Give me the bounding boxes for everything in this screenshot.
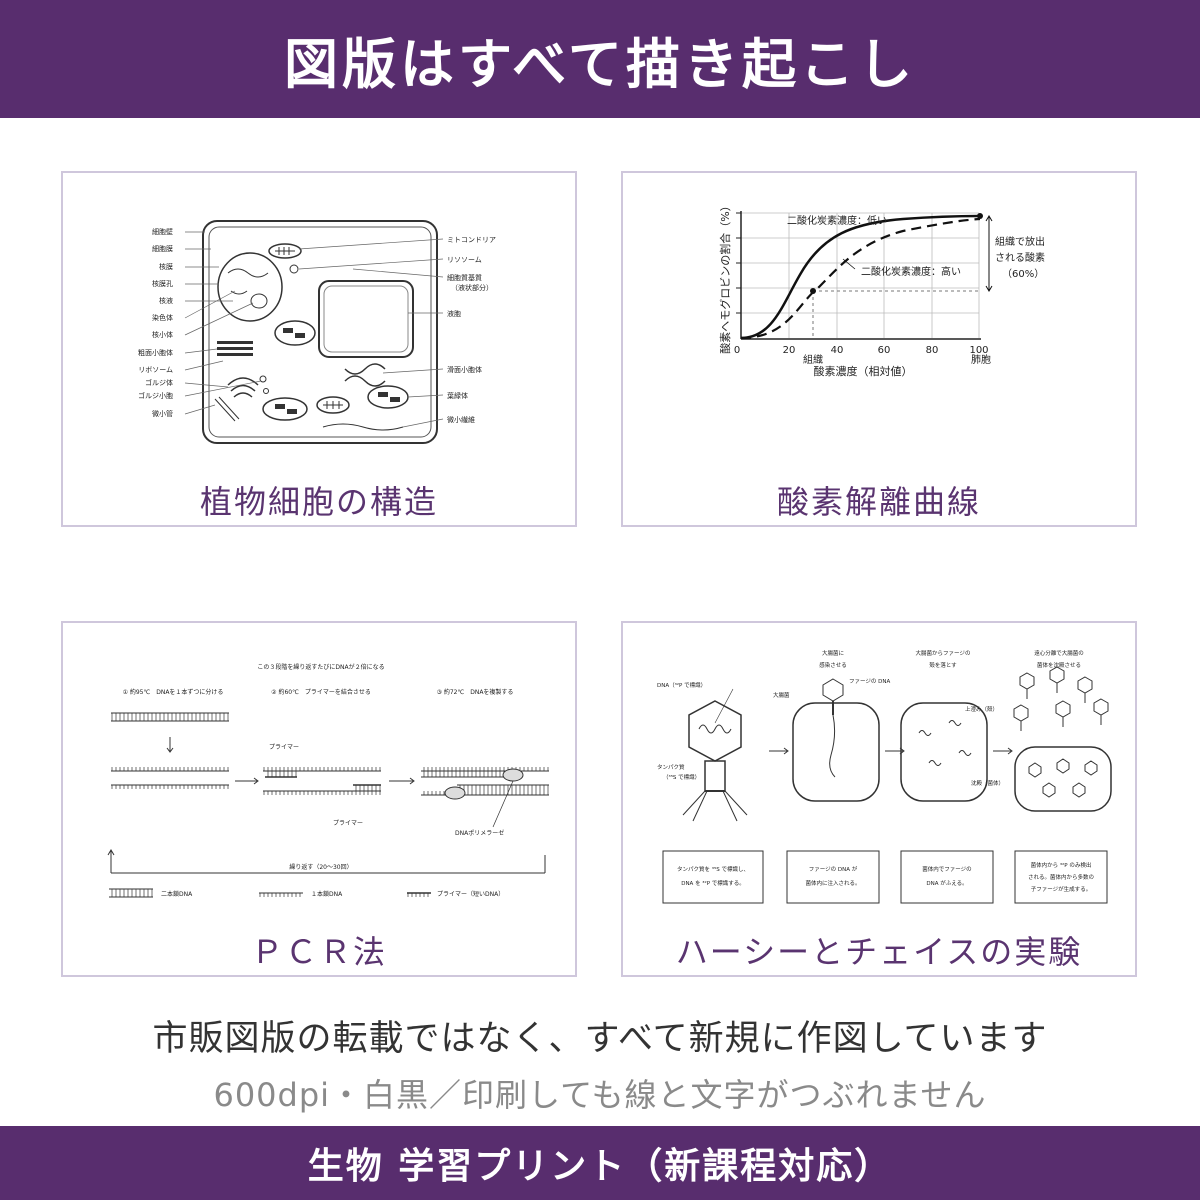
- box4-line3: 子ファージが生成する。: [1031, 885, 1091, 893]
- label-microtubule: 微小管: [152, 409, 173, 418]
- plant-cell-diagram: 細胞壁 細胞膜 核膜 核膜孔 核液 染色体 核小体 粗面小胞体 リボソーム ゴル…: [138, 220, 496, 444]
- protein-label-2: （³⁵S で標識）: [663, 773, 700, 781]
- card-caption: 酸素解離曲線: [776, 483, 981, 521]
- pcr-diagram: この３段階を繰り返すたびにDNAが２倍になる ① 約95℃ DNAを１本ずつに分…: [107, 663, 549, 898]
- label-nuclear-pore: 核膜孔: [152, 279, 173, 288]
- supernatant-label: 上澄み（殻）: [965, 705, 998, 713]
- label-nucleolus: 核小体: [152, 330, 173, 339]
- card-caption: ハーシーとチェイスの実験: [675, 933, 1083, 971]
- card-caption: ＰＣＲ法: [250, 933, 387, 971]
- annotation-line1: 組織で放出: [995, 235, 1045, 248]
- primer-label-1: プライマー: [269, 744, 299, 751]
- card-oxygen-curve: 二酸化炭素濃度：低い 二酸化炭素濃度：高い 組織で放出 される酸素 （60%） …: [621, 171, 1137, 527]
- label-microfilament: 微小繊維: [447, 415, 475, 424]
- box1-line1: タンパク質を ³⁵S で標識し、: [677, 865, 749, 873]
- stage1-line1: 大腸菌に: [822, 649, 844, 657]
- stage2-line2: 殻を落とす: [929, 661, 957, 669]
- protein-label: タンパク質: [657, 763, 685, 771]
- label-cell-wall: 細胞壁: [152, 227, 173, 236]
- label-nucleoplasm: 核液: [159, 296, 173, 305]
- dna-label: DNA（³²P で標識）: [657, 681, 706, 689]
- x-tick-100: 100: [969, 345, 988, 356]
- pcr-step1: ① 約95℃ DNAを１本ずつに分ける: [123, 688, 224, 696]
- curve-label-high: 二酸化炭素濃度：高い: [861, 265, 961, 278]
- x-axis-label: 酸素濃度（相対値）: [814, 364, 913, 378]
- x-tick-0: 0: [734, 345, 740, 356]
- curve-label-low: 二酸化炭素濃度：低い: [787, 214, 887, 227]
- stage3-line1: 遠心分離で大腸菌の: [1034, 649, 1084, 657]
- label-mitochondria: ミトコンドリア: [447, 236, 496, 244]
- stage1-line2: 感染させる: [819, 661, 847, 669]
- stage2-line1: 大腸菌からファージの: [916, 649, 971, 657]
- label-lysosome: リソソーム: [447, 256, 482, 264]
- x-tick-20: 20: [783, 345, 796, 356]
- header-title: 図版はすべて描き起こし: [283, 32, 917, 96]
- box2-line1: ファージの DNA が: [809, 865, 858, 873]
- label-chloroplast: 葉緑体: [447, 391, 468, 400]
- label-golgi: ゴルジ体: [145, 378, 173, 387]
- card-caption: 植物細胞の構造: [199, 483, 438, 521]
- card-pcr: この３段階を繰り返すたびにDNAが２倍になる ① 約95℃ DNAを１本ずつに分…: [61, 621, 577, 977]
- box1-line2: DNA を ³²P で標識する。: [681, 879, 745, 887]
- box4-line2: される。菌体内から多数の: [1028, 873, 1094, 881]
- card-hershey-chase: DNA（³²P で標識） タンパク質 （³⁵S で標識） 大腸菌に 感染させる …: [621, 621, 1137, 977]
- tagline-print-quality: 600dpi・白黒／印刷しても線と文字がつぶれません: [213, 1076, 987, 1114]
- label-chromosome: 染色体: [152, 313, 173, 322]
- x-tick-80: 80: [926, 345, 939, 356]
- oxygen-curve-diagram: 二酸化炭素濃度：低い 二酸化炭素濃度：高い 組織で放出 される酸素 （60%） …: [718, 200, 1045, 378]
- x-tick-60: 60: [878, 345, 891, 356]
- polymerase-label: DNAポリメラーゼ: [455, 829, 504, 837]
- legend-double: 二本鎖DNA: [161, 890, 193, 898]
- pcr-top-note: この３段階を繰り返すたびにDNAが２倍になる: [257, 663, 384, 671]
- legend-single: １本鎖DNA: [311, 890, 343, 898]
- box3-line1: 菌体内でファージの: [922, 865, 971, 873]
- label-smooth-er: 滑面小胞体: [447, 365, 482, 374]
- legend-primer: プライマー（短いDNA）: [437, 890, 504, 898]
- tagline-original: 市販図版の転載ではなく、すべて新規に作図しています: [152, 1019, 1048, 1059]
- label-cytosol-note: （液状部分）: [451, 283, 493, 292]
- pcr-step3: ③ 約72℃ DNAを複製する: [437, 688, 514, 696]
- box4-line1: 菌体内から ³²P のみ検出: [1031, 861, 1092, 869]
- box3-line2: DNA がふえる。: [926, 879, 967, 887]
- header-banner: 図版はすべて描き起こし: [0, 0, 1200, 118]
- x-tick-40: 40: [831, 345, 844, 356]
- label-nuclear-envelope: 核膜: [159, 262, 173, 271]
- annotation-line3: （60%）: [1002, 268, 1044, 280]
- tissue-label: 組織: [803, 353, 823, 366]
- label-cytosol: 細胞質基質: [447, 273, 482, 282]
- footer-banner: 生物 学習プリント（新課程対応）: [0, 1126, 1200, 1200]
- label-ribosome: リボソーム: [138, 366, 173, 374]
- annotation-line2: される酸素: [995, 251, 1045, 264]
- card-plant-cell: 細胞壁 細胞膜 核膜 核膜孔 核液 染色体 核小体 粗面小胞体 リボソーム ゴル…: [61, 171, 577, 527]
- label-golgi-vesicle: ゴルジ小胞: [138, 391, 173, 400]
- pcr-step2: ② 約60℃ プライマーを結合させる: [271, 688, 371, 696]
- footer-title: 生物 学習プリント（新課程対応）: [307, 1146, 893, 1187]
- box2-line2: 菌体内に注入される。: [805, 879, 860, 887]
- stage3-line2: 菌体を沈殿させる: [1037, 661, 1081, 669]
- label-rough-er: 粗面小胞体: [138, 348, 173, 357]
- ecoli-label: 大腸菌: [773, 691, 790, 699]
- label-cell-membrane: 細胞膜: [152, 244, 173, 253]
- label-vacuole: 液胞: [447, 309, 461, 318]
- precipitate-label: 沈殿（菌体）: [971, 779, 1004, 787]
- y-axis-label: 酸素ヘモグロビンの割合（%）: [718, 200, 732, 353]
- repeat-label: 繰り返す（20〜30回）: [289, 863, 352, 871]
- phage-dna-label: ファージの DNA: [849, 678, 890, 685]
- lung-label: 肺胞: [971, 354, 991, 366]
- primer-label-2: プライマー: [333, 820, 363, 827]
- hershey-chase-diagram: DNA（³²P で標識） タンパク質 （³⁵S で標識） 大腸菌に 感染させる …: [657, 649, 1112, 904]
